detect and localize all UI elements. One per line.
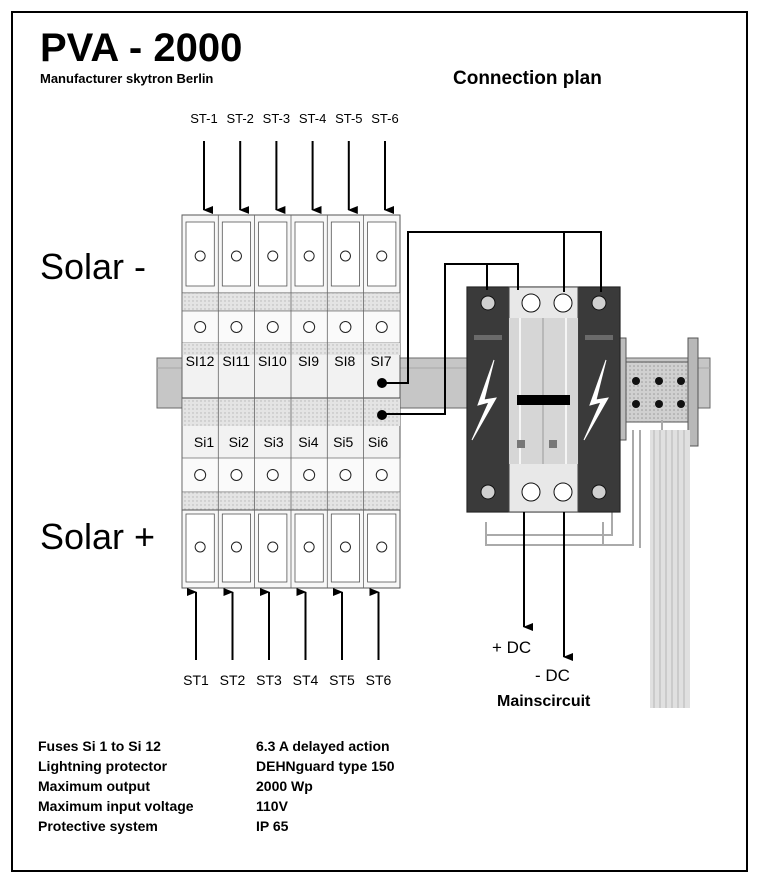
- clamp-screw-icon: [230, 541, 242, 553]
- spec-label: Maximum output: [38, 778, 150, 794]
- fuse-holder-screw-icon: [266, 321, 279, 333]
- input-label-top: ST-1: [190, 111, 217, 126]
- spec-label: Fuses Si 1 to Si 12: [38, 738, 161, 754]
- input-label-top: ST-6: [371, 111, 398, 126]
- fuse-label-top: SI11: [222, 353, 250, 369]
- wire-terminal-si6: [377, 410, 387, 420]
- fuse-holder-screw-icon: [375, 469, 388, 481]
- input-label-bottom: ST5: [329, 672, 355, 688]
- spec-row: Maximum output 2000 Wp: [38, 776, 394, 796]
- spec-value: DEHNguard type 150: [256, 758, 395, 774]
- terminal-hole-icon: [632, 377, 640, 385]
- terminal-hole-icon: [677, 400, 685, 408]
- spec-label: Protective system: [38, 818, 158, 834]
- fuse-label-bottom: Si4: [298, 434, 318, 450]
- input-label-bottom: ST2: [220, 672, 246, 688]
- input-label-top: ST-4: [299, 111, 326, 126]
- fuse-holder-screw-icon: [266, 469, 279, 481]
- spec-label: Maximum input voltage: [38, 798, 194, 814]
- input-label-top: ST-3: [263, 111, 290, 126]
- input-label-bottom: ST3: [256, 672, 282, 688]
- input-label-bottom: ST1: [183, 672, 209, 688]
- fuse-holder-screw-icon: [375, 321, 388, 333]
- spec-row: Protective system IP 65: [38, 816, 394, 836]
- terminal-hole-icon: [655, 400, 663, 408]
- spec-value: 2000 Wp: [256, 778, 313, 794]
- cable-bundle: [650, 430, 690, 708]
- lightning-right-icon: [583, 359, 609, 441]
- connection-wires: [382, 231, 602, 415]
- fuse-holder-screw-icon: [339, 469, 352, 481]
- spec-row: Fuses Si 1 to Si 12 6.3 A delayed action: [38, 736, 394, 756]
- clamp-screw-icon: [376, 541, 388, 553]
- fuse-holder-screw-icon: [339, 321, 352, 333]
- input-label-bottom: ST4: [293, 672, 319, 688]
- fuse-label-bottom: Si5: [333, 434, 353, 450]
- fuse-holder-screw-icon: [303, 321, 316, 333]
- mainscircuit-label: Mainscircuit: [497, 693, 591, 710]
- fuse-holder-screw-icon: [194, 321, 207, 333]
- spec-label: Lightning protector: [38, 758, 168, 774]
- clamp-screw-icon: [339, 541, 351, 553]
- fuse-holder-screw-icon: [194, 469, 207, 481]
- fuse-label-bottom: Si3: [263, 434, 283, 450]
- clamp-screw-icon: [376, 250, 388, 262]
- fuse-label-bottom: Si1: [194, 434, 214, 450]
- fuse-holder-screw-icon: [230, 469, 243, 481]
- spec-value: 6.3 A delayed action: [256, 738, 390, 754]
- clamp-screw-icon: [267, 250, 279, 262]
- status-indicator: [517, 395, 570, 405]
- output-terminal-block: [624, 361, 694, 423]
- clamp-screw-icon: [303, 250, 315, 262]
- clamp-screw-icon: [339, 250, 351, 262]
- clamp-screw-icon: [230, 250, 242, 262]
- spec-row: Lightning protector DEHNguard type 150: [38, 756, 394, 776]
- spec-value: IP 65: [256, 818, 289, 834]
- solar-plus-label: Solar +: [40, 516, 156, 557]
- terminal-hole-icon: [677, 377, 685, 385]
- terminal-hole-icon: [632, 400, 640, 408]
- clamp-screw-icon: [303, 541, 315, 553]
- clamp-screw-icon: [194, 250, 206, 262]
- fuse-label-bottom: Si2: [229, 434, 249, 450]
- fuse-label-top: SI10: [258, 353, 287, 369]
- clamp-screw-icon: [267, 541, 279, 553]
- fuse-label-top: SI9: [298, 353, 319, 369]
- input-label-bottom: ST6: [366, 672, 392, 688]
- lightning-left-icon: [471, 359, 497, 441]
- input-label-top: ST-5: [335, 111, 362, 126]
- fuse-holder-screw-icon: [230, 321, 243, 333]
- manufacturer-label: Manufacturer skytron Berlin: [40, 71, 214, 86]
- spec-row: Maximum input voltage 110V: [38, 796, 394, 816]
- minus-dc-label: - DC: [535, 666, 570, 685]
- diagram-frame: [11, 11, 748, 872]
- clamp-screw-icon: [194, 541, 206, 553]
- solar-minus-label: Solar -: [40, 246, 147, 287]
- fuse-holder-screw-icon: [303, 469, 316, 481]
- fuse-label-top: SI8: [334, 353, 355, 369]
- terminal-hole-icon: [655, 377, 663, 385]
- upper-clamp: [330, 221, 360, 287]
- wire-terminal-si7: [377, 378, 387, 388]
- input-label-top: ST-2: [226, 111, 253, 126]
- plus-dc-label: + DC: [492, 638, 531, 657]
- spec-value: 110V: [256, 798, 288, 814]
- fuse-label-bottom: Si6: [368, 434, 388, 450]
- connection-plan-title: Connection plan: [453, 68, 602, 89]
- fuse-label-top: SI7: [370, 353, 391, 369]
- page-title: PVA - 2000: [40, 26, 243, 70]
- fuse-label-top: SI12: [186, 353, 215, 369]
- lightning-protector: [466, 286, 621, 513]
